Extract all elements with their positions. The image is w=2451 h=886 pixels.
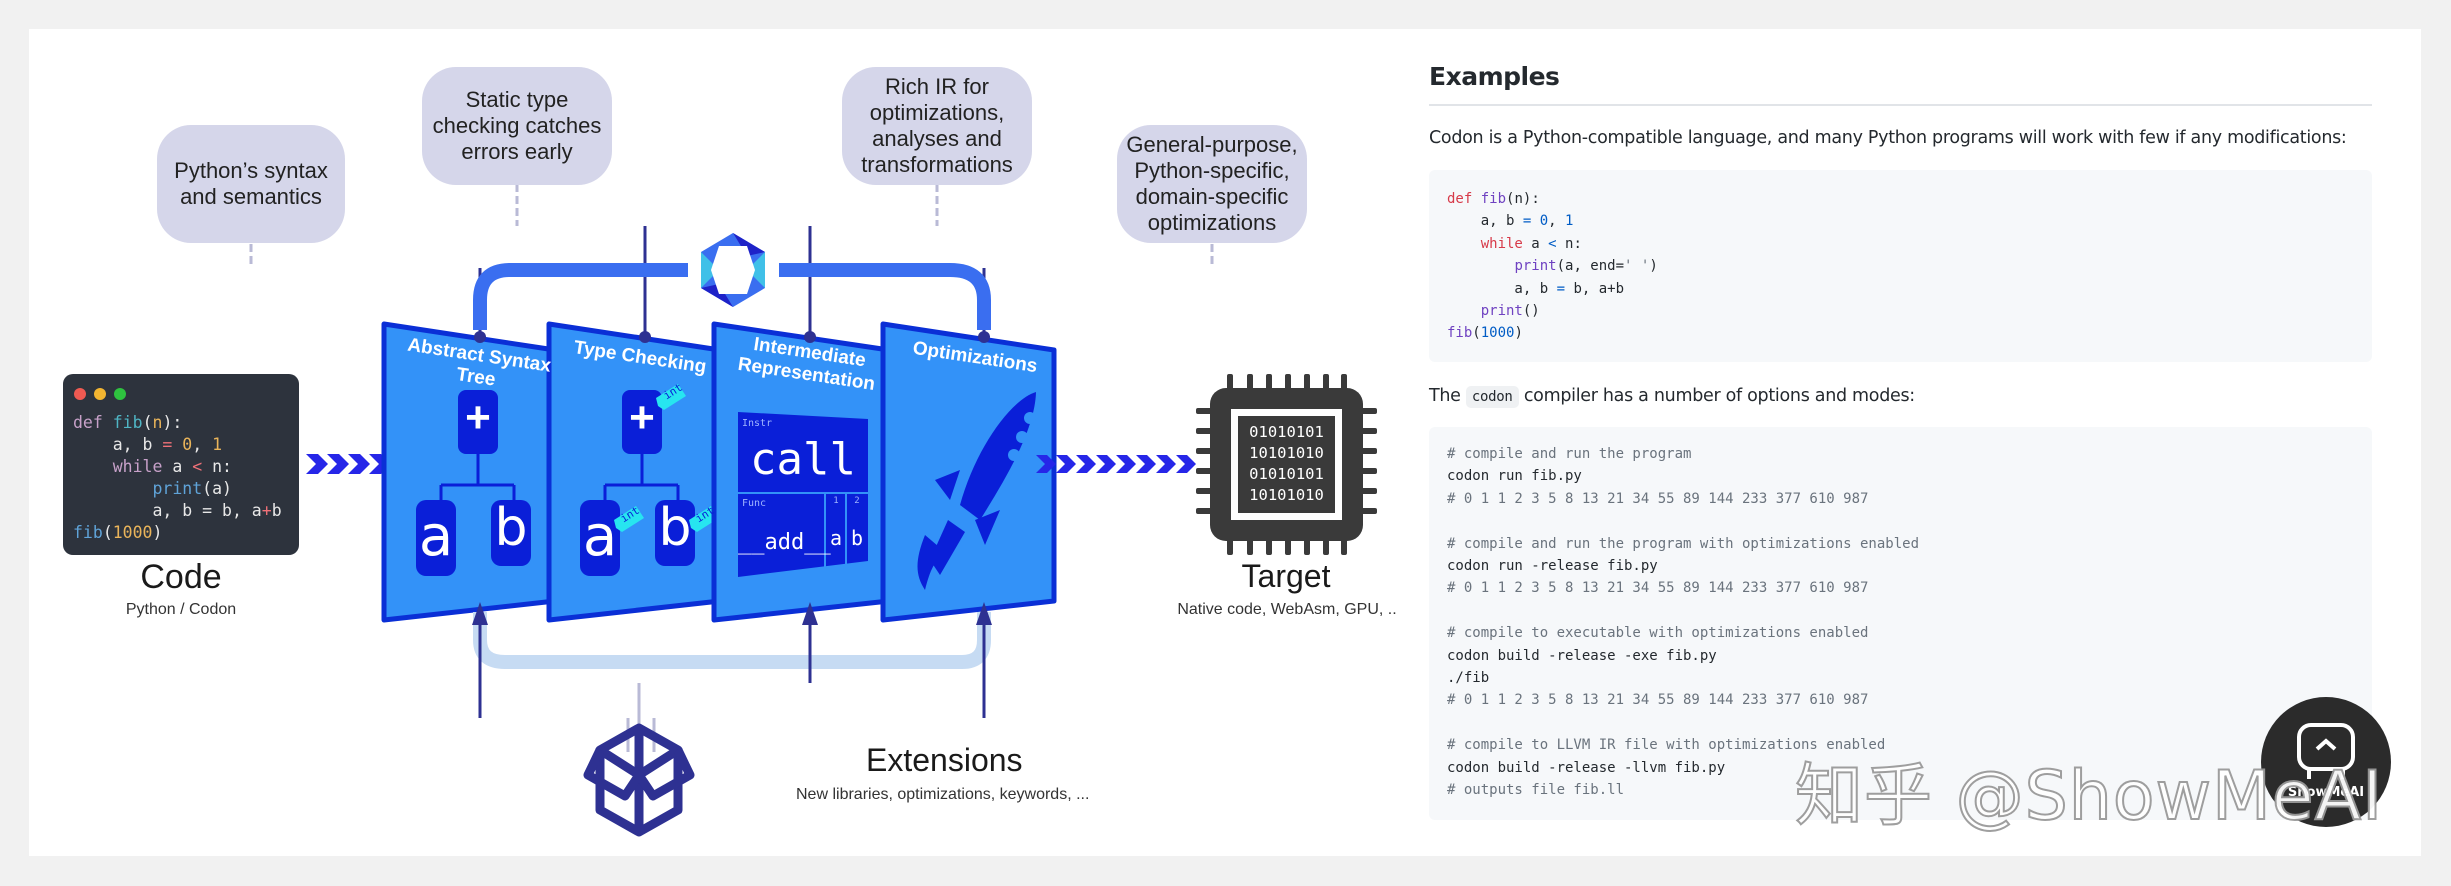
callout-optimizations: General-purpose, Python-specific, domain… bbox=[1117, 125, 1307, 243]
ir-arg2-value: b bbox=[850, 526, 864, 550]
callout-syntax: Python’s syntax and semantics bbox=[157, 125, 345, 243]
section-heading: Examples bbox=[1429, 62, 1560, 91]
ir-func-value: __add__ bbox=[738, 530, 831, 555]
top-bracket bbox=[473, 263, 991, 330]
type-tag-icon bbox=[656, 384, 686, 410]
options-text-pre: The bbox=[1429, 386, 1461, 406]
example-code-block[interactable]: def fib(n): a, b = 0, 1 while a < n: pri… bbox=[1429, 170, 2372, 362]
ir-arg1-label: 1 bbox=[833, 496, 839, 506]
ast-left-label: a bbox=[418, 504, 454, 569]
code-sublabel: Python / Codon bbox=[125, 601, 237, 618]
stage-panel-optimizations bbox=[880, 321, 1057, 623]
ast-root-node bbox=[458, 390, 498, 454]
close-dot-icon bbox=[74, 388, 86, 400]
extension-connectors bbox=[472, 602, 992, 752]
chip-bits-row: 01010101 bbox=[1249, 465, 1324, 483]
chip-bits-row: 01010101 bbox=[1249, 423, 1324, 441]
chevron-icon bbox=[306, 454, 328, 474]
chevron-icon bbox=[1036, 455, 1056, 473]
chevron-icon bbox=[1056, 455, 1076, 473]
ast-root-label: + bbox=[465, 393, 491, 442]
ast-right-node bbox=[491, 500, 531, 566]
maximize-dot-icon bbox=[114, 388, 126, 400]
chevron-icon bbox=[327, 454, 349, 474]
code-snippet: def fib(n): a, b = 0, 1 while a < n: pri… bbox=[73, 413, 282, 542]
code-window: def fib(n): a, b = 0, 1 while a < n: pri… bbox=[63, 374, 299, 555]
watermark-logo: ShowMeAI bbox=[2261, 697, 2391, 827]
options-text-post: compiler has a number of options and mod… bbox=[1523, 386, 1915, 406]
chevron-icon bbox=[1076, 455, 1096, 473]
chip-icon bbox=[1196, 374, 1377, 555]
chevron-icon bbox=[1156, 455, 1176, 473]
inline-code-codon: codon bbox=[1465, 386, 1519, 408]
arrow-up-icon bbox=[472, 602, 488, 625]
stage-panel-type-checking bbox=[546, 321, 723, 623]
ir-instr-label: Instr bbox=[742, 418, 773, 429]
options-paragraph: The codon compiler has a number of optio… bbox=[1429, 386, 1915, 408]
code-label: Code bbox=[140, 558, 222, 596]
ir-func-label: Func bbox=[742, 498, 767, 509]
intro-paragraph: Codon is a Python-compatible language, a… bbox=[1429, 128, 2347, 148]
stage-panel-ast bbox=[381, 321, 558, 623]
extensions-label: Extensions bbox=[866, 742, 1023, 778]
tc-left-node bbox=[580, 500, 620, 576]
callout-ir: Rich IR for optimizations, analyses and … bbox=[842, 67, 1032, 185]
showmeai-logo-icon bbox=[2297, 723, 2355, 779]
chevron-icon bbox=[1096, 455, 1116, 473]
tc-root-label: + bbox=[629, 393, 655, 442]
arrow-up-icon bbox=[802, 602, 818, 625]
ir-arg2-label: 2 bbox=[854, 496, 860, 506]
watermark-logo-text: ShowMeAI bbox=[2287, 785, 2365, 800]
cli-code-block[interactable]: # compile and run the program codon run … bbox=[1429, 427, 2372, 820]
chip-bits: 01010101 10101010 01010101 10101010 bbox=[1238, 422, 1335, 506]
target-sublabel: Native code, WebAsm, GPU, .. bbox=[1177, 601, 1397, 618]
chevron-icon bbox=[348, 454, 370, 474]
cli-code: # compile and run the program codon run … bbox=[1447, 446, 1920, 799]
watermark-text: 知乎 @ShowMeAI bbox=[1794, 756, 2384, 837]
arrow-up-icon bbox=[976, 602, 992, 625]
tc-right-label: b bbox=[658, 498, 692, 558]
ir-arg1-value: a bbox=[829, 526, 843, 550]
extensions-sublabel: New libraries, optimizations, keywords, … bbox=[796, 786, 1090, 803]
callout-type-checking: Static type checking catches errors earl… bbox=[422, 67, 612, 185]
flow-arrows-output bbox=[1036, 455, 1196, 473]
package-box-icon bbox=[583, 723, 695, 837]
rocket-icon bbox=[917, 392, 1036, 590]
codon-logo-icon bbox=[701, 233, 765, 307]
chevron-icon bbox=[1176, 455, 1196, 473]
tc-root-node bbox=[622, 390, 662, 454]
type-tag-icon bbox=[614, 506, 644, 532]
ir-instr-value: call bbox=[750, 434, 856, 485]
example-code: def fib(n): a, b = 0, 1 while a < n: pri… bbox=[1447, 191, 1658, 342]
flow-arrows-input bbox=[306, 454, 391, 474]
ast-right-label: b bbox=[494, 498, 528, 558]
ast-left-node bbox=[416, 500, 456, 576]
tc-left-label: a bbox=[582, 504, 618, 569]
chip-bits-row: 10101010 bbox=[1249, 444, 1324, 462]
ir-table bbox=[738, 412, 868, 577]
heading-divider bbox=[1429, 104, 2372, 106]
chevron-icon bbox=[1116, 455, 1136, 473]
minimize-dot-icon bbox=[94, 388, 106, 400]
target-label: Target bbox=[1241, 558, 1331, 594]
chevron-icon bbox=[1136, 455, 1156, 473]
chip-bits-row: 10101010 bbox=[1249, 486, 1324, 504]
tc-right-node bbox=[655, 500, 695, 566]
